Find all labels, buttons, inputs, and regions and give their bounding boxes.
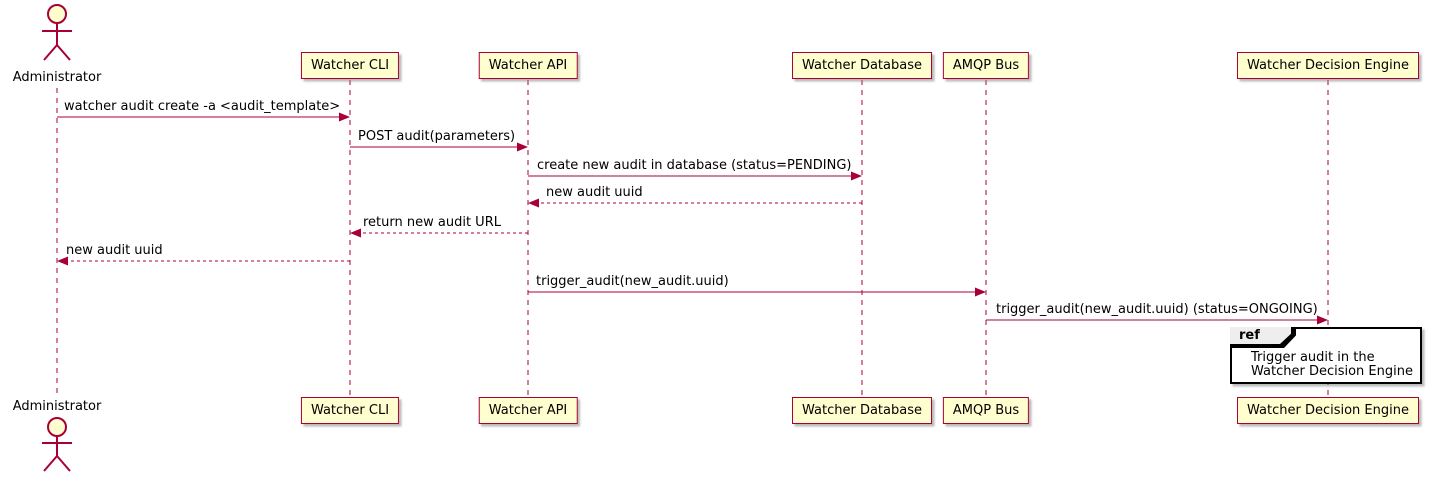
ref-content-line-1: Trigger audit in the [1251, 350, 1375, 365]
message-arrow-7 [528, 287, 986, 297]
message-arrow-6 [57, 256, 350, 266]
actor-head [47, 4, 67, 24]
actor-head [47, 417, 67, 437]
message-label-7: trigger_audit(new_audit.uuid) [536, 274, 729, 289]
message-arrow-4 [528, 198, 862, 208]
message-label-5: return new audit URL [363, 215, 501, 230]
actor-figure-bottom [42, 417, 72, 472]
participant-bottom-watcher-api: Watcher API [478, 397, 578, 424]
message-arrow-1 [57, 112, 350, 122]
ref-tab-label: ref [1230, 327, 1291, 344]
participant-top-watcher-database: Watcher Database [792, 52, 932, 79]
message-arrow-5 [350, 228, 528, 238]
message-arrow-2 [350, 142, 528, 152]
participant-bottom-amqp-bus: AMQP Bus [942, 397, 1030, 424]
participant-bottom-watcher-decision-engine: Watcher Decision Engine [1237, 397, 1419, 424]
ref-content-line-2: Watcher Decision Engine [1251, 364, 1413, 379]
participant-bottom-watcher-cli: Watcher CLI [300, 397, 400, 424]
participant-top-watcher-decision-engine: Watcher Decision Engine [1237, 52, 1419, 79]
message-arrow-8 [986, 315, 1328, 325]
message-arrows [57, 112, 1328, 325]
participant-top-amqp-bus: AMQP Bus [942, 52, 1030, 79]
participant-top-watcher-cli: Watcher CLI [300, 52, 400, 79]
ref-fragment: ref Trigger audit in the Watcher Decisio… [1230, 327, 1422, 384]
message-label-2: POST audit(parameters) [358, 129, 516, 144]
message-label-4: new audit uuid [546, 185, 643, 200]
ref-tab-border: ref [1230, 327, 1296, 348]
lifelines [56, 80, 1329, 398]
actor-label-bottom: Administrator [12, 399, 102, 414]
message-label-1: watcher audit create -a <audit_template> [64, 99, 341, 114]
ref-content: Trigger audit in the Watcher Decision En… [1251, 351, 1413, 379]
actor-label-top: Administrator [12, 70, 102, 85]
message-label-3: create new audit in database (status=PEN… [537, 158, 852, 173]
message-label-6: new audit uuid [66, 243, 163, 258]
participant-top-watcher-api: Watcher API [478, 52, 578, 79]
actor-figure-top [42, 4, 72, 61]
participant-bottom-watcher-database: Watcher Database [792, 397, 932, 424]
message-arrow-3 [528, 171, 862, 181]
message-label-8: trigger_audit(new_audit.uuid) (status=ON… [996, 302, 1318, 317]
